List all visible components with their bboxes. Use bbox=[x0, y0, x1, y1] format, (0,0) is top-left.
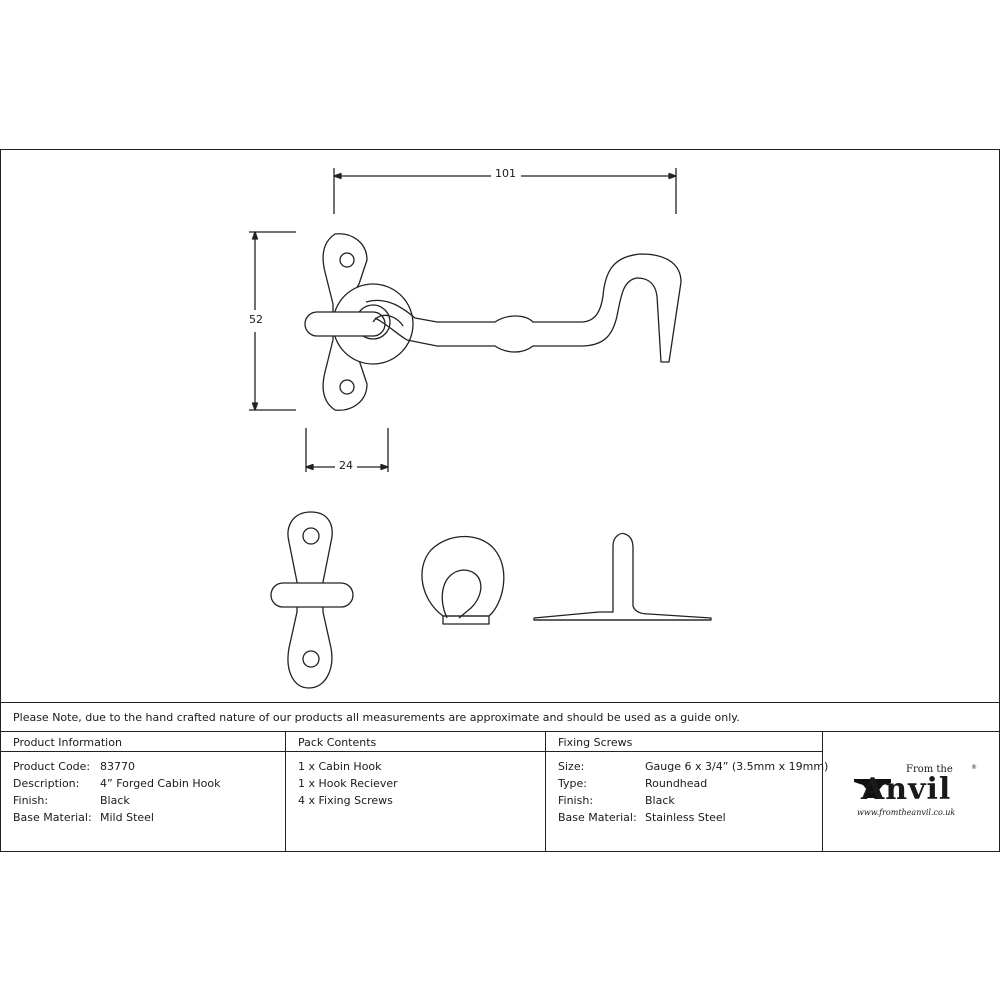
pack-contents-panel: Pack Contents 1 x Cabin Hook 1 x Hook Re… bbox=[286, 732, 546, 851]
finish-row: Finish:Black bbox=[13, 794, 130, 807]
pack-item: 4 x Fixing Screws bbox=[298, 794, 393, 807]
dimension-height bbox=[249, 231, 296, 411]
screw-material-row: Base Material:Stainless Steel bbox=[558, 811, 726, 824]
screw-size-row: Size:Gauge 6 x 3/4” (3.5mm x 19mm) bbox=[558, 760, 829, 773]
hook-side-view bbox=[533, 532, 712, 621]
product-code-row: Product Code:83770 bbox=[13, 760, 135, 773]
hook-receiver-view bbox=[421, 536, 505, 625]
disclaimer-note: Please Note, due to the hand crafted nat… bbox=[1, 702, 999, 732]
dimension-base-width-label: 24 bbox=[335, 460, 357, 472]
brand-panel: From the ® Anvil www.fromtheanvil.co.uk bbox=[823, 732, 999, 851]
description-row: Description:4” Forged Cabin Hook bbox=[13, 777, 221, 790]
screw-type-row: Type:Roundhead bbox=[558, 777, 708, 790]
screw-finish-row: Finish:Black bbox=[558, 794, 675, 807]
dimension-width-label: 101 bbox=[491, 168, 520, 180]
logo-url: www.fromtheanvil.co.uk bbox=[857, 808, 956, 817]
pack-item: 1 x Cabin Hook bbox=[298, 760, 382, 773]
dimension-height-label: 52 bbox=[245, 314, 267, 326]
cabin-hook-arm bbox=[365, 253, 682, 363]
drawing-canvas bbox=[249, 168, 712, 689]
hook-eye-front bbox=[304, 283, 414, 365]
technical-drawing: 101 52 24 bbox=[1, 150, 999, 702]
logo-from-text: From the bbox=[906, 764, 953, 775]
dimension-base-width bbox=[305, 428, 389, 472]
dimension-width bbox=[333, 168, 677, 214]
spec-sheet: 101 52 24 Please Note, due to the hand c… bbox=[0, 149, 1000, 852]
pack-item: 1 x Hook Reciever bbox=[298, 777, 398, 790]
logo-registered-mark: ® bbox=[971, 764, 977, 771]
product-information-panel: Product Information Product Code:83770 D… bbox=[1, 732, 286, 851]
product-information-heading: Product Information bbox=[1, 732, 285, 752]
plate-side-view bbox=[270, 511, 354, 689]
fixing-screws-panel: Fixing Screws Size:Gauge 6 x 3/4” (3.5mm… bbox=[546, 732, 829, 851]
pack-contents-heading: Pack Contents bbox=[286, 732, 545, 752]
anvil-icon bbox=[854, 779, 891, 798]
fixing-screws-heading: Fixing Screws bbox=[546, 732, 822, 752]
from-the-anvil-logo: From the ® Anvil www.fromtheanvil.co.uk bbox=[853, 762, 983, 832]
hook-plate-front bbox=[322, 233, 368, 411]
base-material-row: Base Material:Mild Steel bbox=[13, 811, 154, 824]
logo-name-text: Anvil bbox=[861, 772, 952, 807]
